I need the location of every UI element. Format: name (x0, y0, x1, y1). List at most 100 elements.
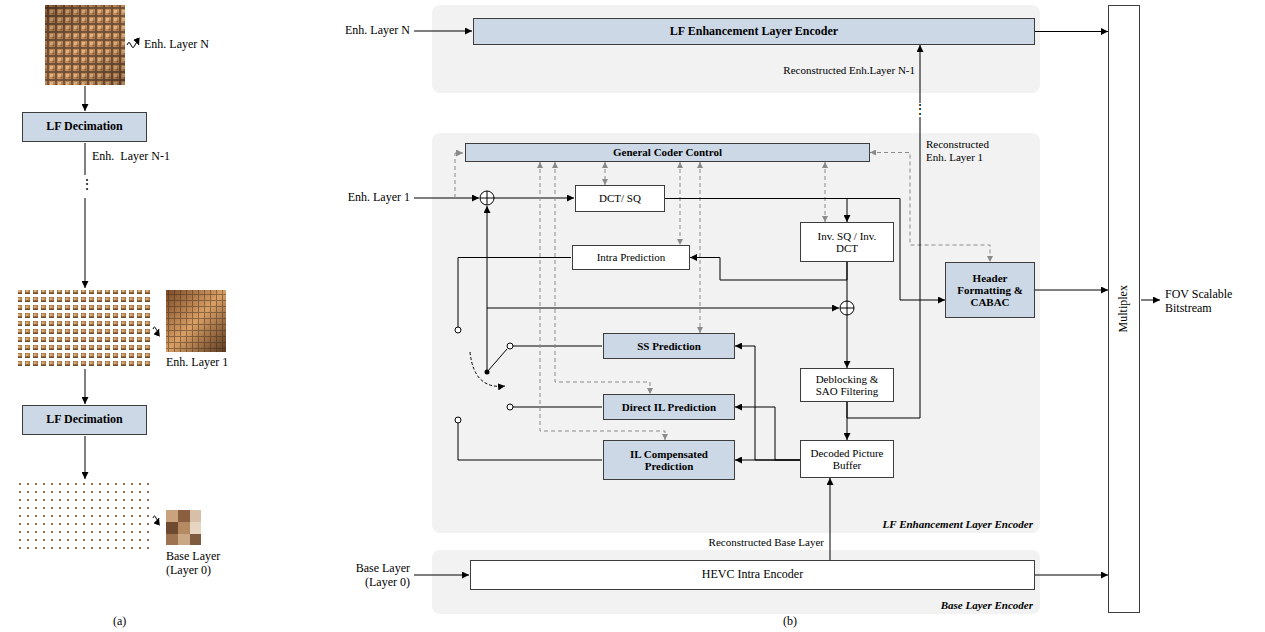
thumbnail-grid (166, 290, 226, 352)
data-connector (1035, 31, 1108, 32)
box-label: HEVC Intra Encoder (702, 568, 803, 581)
process-box: Deblocking & SAO Filtering (800, 368, 894, 402)
summing-junction (480, 191, 494, 205)
prediction-wire (513, 407, 602, 408)
process-box: LF Decimation (22, 112, 147, 142)
continuation-dots: ⋮ (80, 177, 90, 193)
prediction-wire (458, 423, 602, 460)
data-connector (665, 199, 847, 223)
edge-label: Reconstructed Base Layer (690, 536, 824, 549)
signal-label: Reconstructed Enh. Layer 1 (926, 138, 1008, 163)
signal-arrow (153, 516, 159, 520)
data-connector (1035, 290, 1108, 291)
data-connector (665, 199, 945, 301)
switch-contact (507, 343, 513, 349)
data-connector (735, 346, 800, 460)
lenslet-image (45, 5, 125, 85)
box-label: DCT/ SQ (599, 192, 641, 204)
prediction-arrow (487, 308, 839, 309)
prediction-wire (513, 346, 602, 347)
box-label: LF Decimation (46, 413, 123, 426)
switch-contact (507, 404, 513, 410)
process-box: General Coder Control (465, 143, 870, 162)
switch-arm (487, 349, 507, 372)
input-arrow (414, 198, 479, 199)
prediction-arrow (487, 206, 488, 372)
process-box: Intra Prediction (572, 245, 690, 270)
box-label: Multiplex (1117, 285, 1130, 332)
summing-cross (480, 191, 494, 205)
panel-heading: LF Enhancement Layer Encoder (883, 518, 1033, 530)
control-connector (605, 162, 606, 185)
encoder-band (432, 133, 1040, 533)
process-box: HEVC Intra Encoder (470, 560, 1035, 590)
pixel-block (178, 534, 190, 545)
process-box: Direct IL Prediction (603, 394, 735, 420)
subfigure-label: (a) (113, 615, 126, 629)
switch-pivot (485, 370, 490, 375)
switch-rotation-arrow (470, 352, 505, 386)
control-connector (555, 162, 650, 394)
input-label: Enh. Layer N (330, 24, 410, 38)
box-label: Decoded Picture Buffer (805, 447, 889, 472)
data-connector (1035, 575, 1108, 576)
control-wire (455, 153, 463, 198)
process-box: Inv. SQ / Inv. DCT (800, 222, 894, 262)
group-panel: Base Layer Encoder HEVC Intra Encoder (432, 550, 1040, 614)
thumbnail-image (166, 290, 226, 352)
control-connector (825, 162, 826, 222)
layer-label: Enh. Layer 1 (166, 356, 228, 370)
process-box: DCT/ SQ (575, 185, 665, 212)
box-label: SS Prediction (637, 340, 701, 352)
pixel-block (166, 534, 178, 545)
input-label: Base Layer (Layer 0) (335, 562, 410, 590)
flow-arrow (85, 369, 86, 404)
light-field-image (45, 5, 125, 85)
panel-heading: Base Layer Encoder (941, 599, 1033, 611)
box-label: LF Enhancement Layer Encoder (670, 25, 838, 38)
subfigure-label: (b) (783, 615, 797, 629)
signal-arrow (127, 43, 139, 48)
flow-arrow (85, 198, 86, 288)
pixel-block (178, 522, 190, 534)
pixel-block (178, 510, 190, 522)
control-connector (700, 162, 701, 333)
switch-contact (455, 327, 461, 333)
process-box: Decoded Picture Buffer (800, 440, 894, 478)
decimated-lenslet-image (18, 290, 152, 368)
box-label: IL Compensated Prediction (608, 448, 730, 473)
layer-label: Enh. Layer N-1 (92, 150, 170, 164)
box-label: General Coder Control (613, 146, 722, 158)
control-connector (680, 162, 681, 245)
output-label: FOV Scalable Bitstream (1165, 288, 1250, 316)
multiplex-bar: Multiplex (1108, 5, 1140, 613)
pixel-block (166, 522, 178, 534)
input-arrow (414, 575, 469, 576)
data-connector (830, 478, 831, 560)
box-label: Header Formatting & CABAC (950, 272, 1030, 309)
flow-line (85, 143, 86, 175)
input-arrow (414, 31, 472, 32)
process-box: LF Enhancement Layer Encoder (473, 18, 1035, 45)
process-box: SS Prediction (603, 333, 735, 359)
summing-junction (840, 301, 854, 315)
switch-contact (455, 417, 461, 423)
decimated-lenslet-image (18, 480, 152, 555)
box-label: Deblocking & SAO Filtering (813, 373, 881, 398)
encoder-band (432, 550, 1040, 614)
pixel-block (190, 510, 201, 522)
pixel-block (190, 534, 201, 545)
pixel-block (166, 510, 178, 522)
prediction-wire (458, 258, 571, 328)
signal-arrow (153, 327, 159, 331)
box-label: Inv. SQ / Inv. DCT (817, 230, 877, 255)
residual-arrow (494, 198, 574, 199)
flow-arrow (85, 86, 86, 111)
summing-cross (840, 301, 854, 315)
process-box: IL Compensated Prediction (603, 440, 735, 480)
encoder-band (432, 5, 1040, 93)
signal-label: Reconstructed Enh.Layer N-1 (755, 64, 915, 77)
